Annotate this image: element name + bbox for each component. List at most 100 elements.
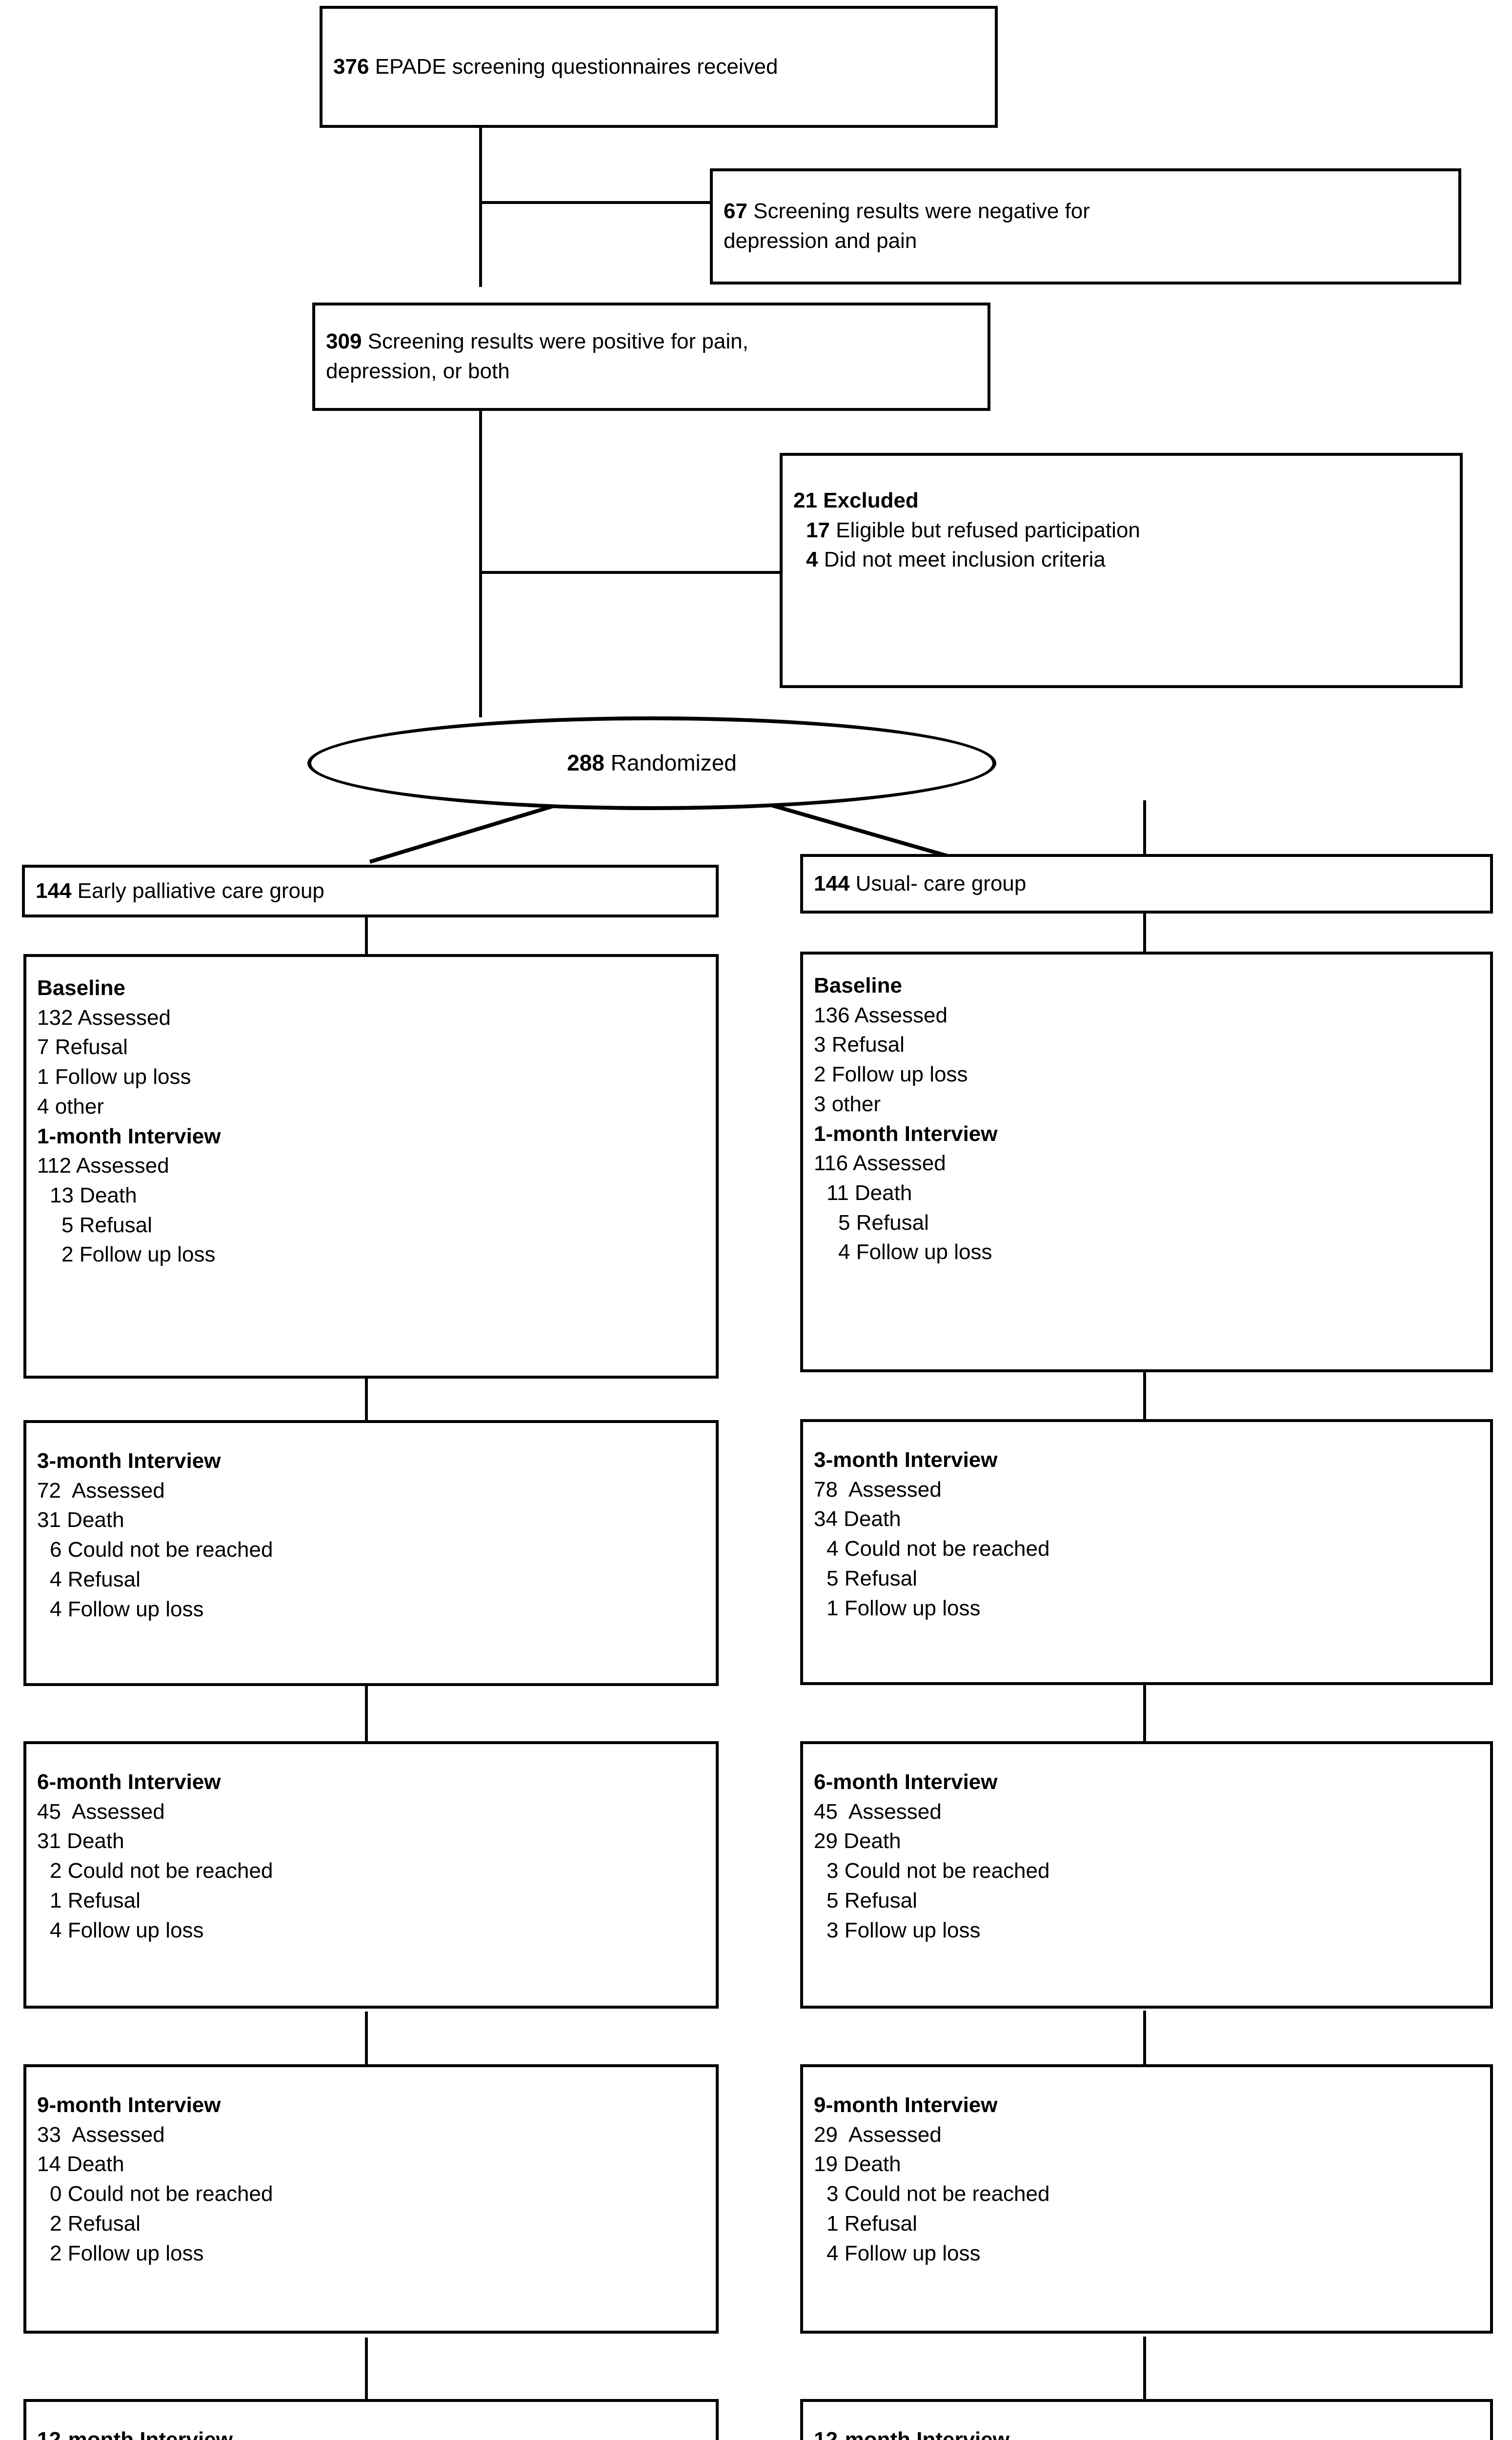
node-line-label: 6-month Interview	[37, 1770, 221, 1794]
node-line-label: 116 Assessed	[814, 1151, 946, 1176]
node-line-label: 3 Follow up loss	[827, 1918, 981, 1942]
node-line: 7 Refusal	[37, 1033, 705, 1062]
connector-right-6month-to-9month	[1143, 2011, 1146, 2065]
node-line-label: 7 Refusal	[37, 1035, 128, 1059]
connector-right-baseline-to-3month	[1143, 1371, 1146, 1420]
node-line: depression, or both	[326, 357, 977, 386]
node-line: 112 Assessed	[37, 1151, 705, 1181]
node-line: Baseline	[37, 974, 705, 1003]
connector-left-baseline-to-3month	[365, 1377, 368, 1421]
node-line-label: Excluded	[817, 488, 919, 512]
node-screening-negative-body: 67 Screening results were negative for de…	[713, 171, 1458, 282]
node-line: 13 Death	[37, 1181, 705, 1211]
node-line-label: 9-month Interview	[37, 2093, 221, 2117]
node-screening-received-body: 376 EPADE screening questionnaires recei…	[323, 9, 995, 125]
node-line: 3 Could not be reached	[814, 1856, 1479, 1886]
node-line-count: 4	[806, 548, 818, 572]
node-line: 116 Assessed	[814, 1149, 1479, 1179]
node-line-label: depression and pain	[724, 229, 917, 253]
connector-right-header-to-baseline	[1143, 912, 1146, 953]
connector-left-9month-to-12month	[365, 2338, 368, 2400]
node-line-label: Usual- care group	[849, 871, 1027, 895]
node-screening-positive-body: 309 Screening results were positive for …	[315, 305, 988, 408]
node-line-label: 136 Assessed	[814, 1003, 948, 1027]
node-line-label: 6 Could not be reached	[50, 1538, 273, 1562]
node-line-label: Did not meet inclusion criteria	[818, 548, 1106, 572]
node-line: 144 Usual- care group	[814, 869, 1479, 899]
node-line-label: 5 Refusal	[838, 1210, 929, 1235]
node-line: 67 Screening results were negative for	[724, 197, 1448, 226]
node-line-label: EPADE screening questionnaires received	[369, 54, 778, 79]
node-line-label: 3-month Interview	[814, 1448, 998, 1472]
node-line: 3-month Interview	[37, 1446, 705, 1476]
node-line: 34 Death	[814, 1505, 1479, 1534]
node-line-label: 5 Refusal	[827, 1566, 917, 1590]
node-line: 3 Refusal	[814, 1030, 1479, 1060]
node-line-label: 1 Refusal	[827, 2211, 917, 2236]
node-randomized-label: Randomized	[604, 750, 737, 776]
node-line-label: 13 Death	[50, 1183, 137, 1208]
connector-right-9month-to-12month	[1143, 2337, 1146, 2400]
node-line: 5 Refusal	[814, 1886, 1479, 1916]
node-line-label: 33 Assessed	[37, 2122, 165, 2147]
node-line: 4 Follow up loss	[37, 1916, 705, 1946]
node-line-label: 2 Follow up loss	[814, 1062, 968, 1087]
node-line-label: Screening results were positive for pain…	[362, 329, 748, 354]
node-line-label: 5 Refusal	[827, 1888, 917, 1912]
node-line-count: 376	[333, 54, 369, 79]
node-line-label: 5 Refusal	[61, 1213, 152, 1237]
node-right-group-header-body: 144 Usual- care group	[803, 857, 1490, 911]
node-line-label: 45 Assessed	[814, 1799, 942, 1824]
node-line: 45 Assessed	[814, 1797, 1479, 1827]
node-line-label: 132 Assessed	[37, 1005, 171, 1030]
node-randomized-text: 288 Randomized	[567, 748, 737, 778]
node-line-label: 12-month Interview	[814, 2428, 1009, 2440]
node-line-label: Early palliative care group	[71, 878, 324, 903]
node-line: 6 Could not be reached	[37, 1535, 705, 1565]
node-line: 144 Early palliative care group	[36, 876, 705, 906]
node-line-label: 3-month Interview	[37, 1449, 221, 1473]
node-line: 136 Assessed	[814, 1001, 1479, 1031]
node-line-count: 17	[806, 518, 830, 542]
node-line-label: 2 Follow up loss	[50, 2241, 204, 2265]
node-line-label: 11 Death	[827, 1181, 912, 1205]
node-line: 4 Follow up loss	[37, 1595, 705, 1625]
node-line-label: 31 Death	[37, 1508, 124, 1532]
node-line: 4 Follow up loss	[814, 1238, 1479, 1267]
node-line-label: 4 Follow up loss	[50, 1597, 204, 1621]
node-line: 309 Screening results were positive for …	[326, 327, 977, 357]
connector-to-negative-box	[479, 201, 712, 204]
node-line: 4 Did not meet inclusion criteria	[793, 545, 1449, 575]
node-line: 12-month Interview	[814, 2425, 1479, 2440]
connector-left-6month-to-9month	[365, 2012, 368, 2065]
node-line: 132 Assessed	[37, 1003, 705, 1033]
node-line: 4 Could not be reached	[814, 1534, 1479, 1564]
connector-screened-to-split	[479, 126, 482, 287]
node-line-label: 3 Could not be reached	[827, 2182, 1050, 2206]
node-line-label: 34 Death	[814, 1507, 901, 1531]
node-line-label: 2 Follow up loss	[61, 1242, 216, 1267]
node-line-label: 45 Assessed	[37, 1799, 165, 1824]
node-line: 2 Refusal	[37, 2209, 705, 2239]
node-line: 31 Death	[37, 1505, 705, 1535]
node-line-label: 1-month Interview	[37, 1124, 221, 1148]
node-line: 11 Death	[814, 1179, 1479, 1208]
node-left-baseline-body: Baseline 132 Assessed 7 Refusal 1 Follow up…	[26, 957, 716, 1376]
node-line: 1 Follow up loss	[814, 1594, 1479, 1624]
node-line-label: 1 Follow up loss	[37, 1065, 191, 1089]
node-line: 31 Death	[37, 1827, 705, 1856]
node-line-label: Baseline	[37, 976, 125, 1000]
node-line: 1 Refusal	[814, 2209, 1479, 2239]
node-line: 6-month Interview	[814, 1768, 1479, 1797]
node-line-label: 4 other	[37, 1094, 104, 1118]
node-line: 4 other	[37, 1092, 705, 1122]
